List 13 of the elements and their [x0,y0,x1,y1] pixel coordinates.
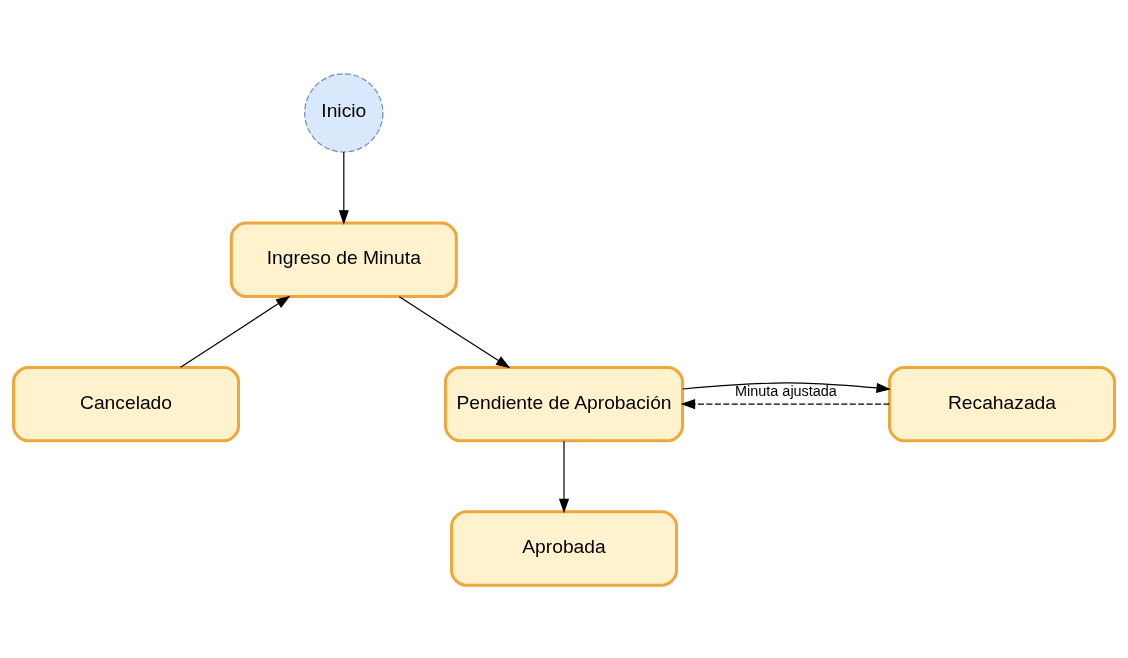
arrow [338,150,349,225]
arrow [398,295,511,368]
node-box: Pendiente de Aprobación [443,365,685,442]
arrow [680,398,890,409]
edge-label: Minuta ajustada [735,382,837,399]
arrow [558,440,570,513]
node-box: Cancelado [12,365,241,442]
node-box: Recahazada [887,365,1116,442]
node-circle: Inicio [304,72,384,153]
arrow [682,381,891,393]
node-box: Ingreso de Minuta [229,221,458,298]
node-box: Aprobada [450,509,678,587]
arrow [180,295,291,368]
